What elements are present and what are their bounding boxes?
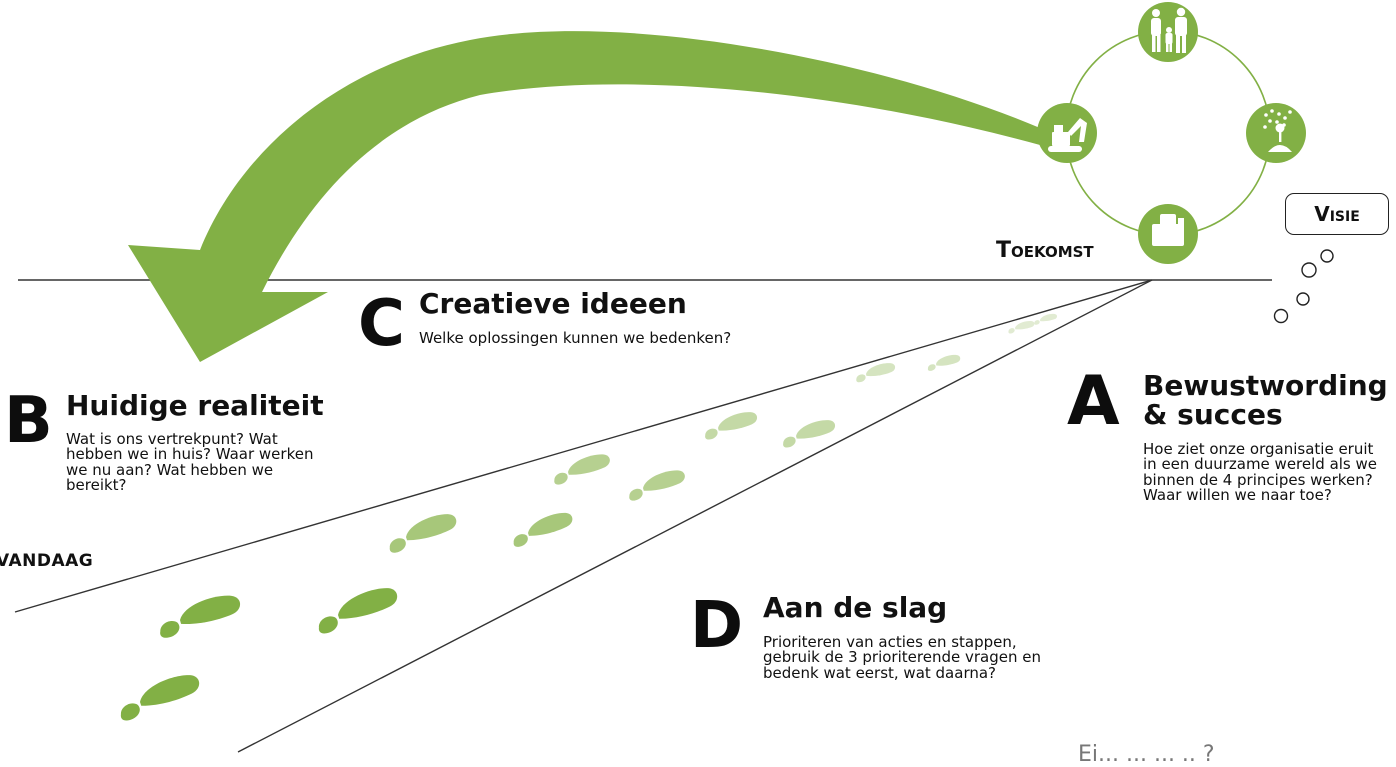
section-c-title: Creatieve ideeen	[419, 287, 687, 320]
thought-dot	[1273, 308, 1289, 324]
footprint	[154, 591, 244, 640]
footprint	[1033, 312, 1058, 326]
visie-bubble: Visie	[1285, 193, 1389, 235]
section-a-letter: A	[1067, 362, 1120, 441]
section-d-title: Aan de slag	[763, 591, 948, 624]
section-a-title: Bewustwording & succes	[1143, 369, 1388, 432]
excavator-icon	[1037, 103, 1097, 163]
cut-off-caption: Ei... ... ... .. ?	[1078, 742, 1215, 767]
road-line-upper	[14, 279, 1153, 613]
footprint	[384, 509, 461, 555]
vandaag-label: VANDAAG	[0, 551, 94, 571]
section-d-text: Prioriteren van acties en stappen, gebru…	[763, 633, 1041, 682]
toekomst-label: Toekomst	[996, 238, 1094, 263]
footprint	[779, 417, 838, 449]
footprint	[1007, 319, 1036, 334]
section-b-text: Wat is ons vertrekpunt? Wat hebben we in…	[66, 430, 314, 494]
section-c-letter: C	[358, 287, 405, 361]
footprint	[550, 451, 613, 486]
thought-dot	[1320, 249, 1334, 263]
backcasting-arrow	[128, 31, 1040, 362]
factory-icon	[1138, 204, 1198, 264]
section-b-title: Huidige realiteit	[66, 389, 324, 422]
visie-label: Visie	[1314, 202, 1360, 226]
footprint	[312, 583, 402, 636]
family-icon	[1138, 2, 1198, 62]
section-d-letter: D	[690, 589, 744, 663]
footprint	[925, 353, 962, 372]
section-b-letter: B	[4, 384, 53, 458]
footprint	[701, 409, 760, 441]
section-c-text: Welke oplossingen kunnen we bedenken?	[419, 329, 732, 347]
road-line-lower	[237, 279, 1153, 753]
footprint	[114, 670, 204, 723]
footprint	[625, 467, 688, 502]
section-a-text: Hoe ziet onze organisatie eruit in een d…	[1143, 440, 1378, 504]
footprint	[508, 509, 576, 549]
footprint	[853, 361, 897, 384]
seedling-icon	[1246, 103, 1306, 163]
thought-dot	[1296, 292, 1310, 306]
thought-dot	[1301, 262, 1317, 278]
